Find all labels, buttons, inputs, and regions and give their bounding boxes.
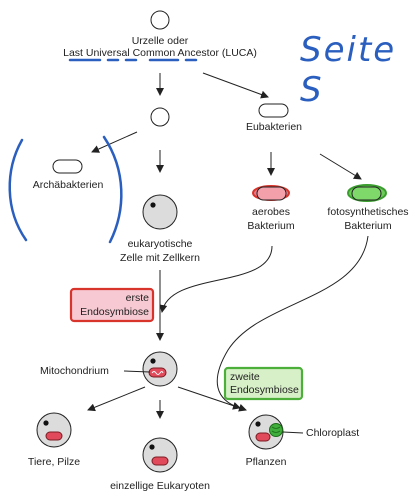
chloroplast-pointer — [282, 431, 304, 434]
plants-label: Pflanzen — [245, 456, 287, 468]
luca-circle — [150, 10, 170, 30]
luca-label-line1: Urzelle oder — [131, 35, 189, 47]
photo-label-line2: Bakterium — [344, 220, 392, 232]
plant-nucleus — [255, 421, 261, 427]
eukaryote-label-line2: Zelle mit Zellkern — [120, 252, 200, 264]
arrow-to-animals — [87, 386, 146, 412]
plant-mito — [255, 432, 271, 442]
archaea-cell — [52, 159, 83, 174]
animals-mito — [45, 431, 63, 441]
chloroplast-label: Chloroplast — [306, 427, 360, 439]
chloroplast-organelle — [269, 423, 283, 437]
eubacteria-label: Eubakterien — [245, 121, 303, 133]
archaea-right-bracket — [102, 135, 123, 244]
eukaryote-nucleus — [150, 202, 156, 208]
eukaryote-label-line1: eukaryotische — [127, 238, 193, 250]
archaea-label: Archäbakterien — [32, 179, 104, 191]
unicellular-cell — [142, 437, 178, 473]
unicellular-mito — [151, 456, 169, 466]
endo2-box — [223, 366, 304, 401]
luca-label-line2: Last Universal Common Ancestor (LUCA) — [63, 47, 257, 59]
curve-aerobic-to-endo — [159, 245, 273, 313]
archaea-left-bracket — [8, 138, 28, 242]
aerobic-label-line1: aerobes — [252, 206, 290, 218]
arrow-to-photosynthetic — [319, 153, 362, 180]
arrow-luca-to-eubacteria — [202, 72, 269, 99]
unicellular-nucleus — [149, 444, 155, 450]
mito-cristae — [151, 371, 164, 375]
animals-label: Tiere, Pilze — [27, 456, 81, 468]
endo2-label-line2: Endosymbiose — [230, 384, 299, 396]
mito-organelle — [148, 367, 167, 378]
handwritten-page-note: Seite S — [300, 30, 397, 110]
endo1-box — [69, 287, 155, 323]
endo1-label-line2: Endosymbiose — [80, 306, 149, 318]
chloroplast-texture — [271, 426, 281, 433]
animals-nucleus — [43, 420, 49, 426]
curve-photo-to-plants — [216, 235, 369, 410]
arrow-to-archaea — [91, 131, 138, 153]
photo-cell — [351, 186, 382, 201]
aerobic-cell — [256, 186, 287, 201]
photo-label-line1: fotosynthetisches — [327, 206, 409, 218]
aerobic-label-line2: Bakterium — [247, 220, 295, 232]
unicellular-label: einzellige Eukaryoten — [110, 480, 210, 492]
endo1-label-line1: erste — [125, 292, 149, 304]
animals-cell — [36, 412, 72, 448]
eukaryote-cell — [142, 194, 178, 230]
mito-pointer — [123, 370, 151, 373]
mitochondrium-label: Mitochondrium — [40, 365, 109, 377]
branch-circle — [150, 107, 170, 127]
mito-cell-nucleus — [150, 358, 156, 364]
arrow-to-plants — [177, 386, 247, 412]
endo2-label-line1: zweite — [230, 371, 260, 383]
eubacteria-cell — [258, 103, 289, 118]
